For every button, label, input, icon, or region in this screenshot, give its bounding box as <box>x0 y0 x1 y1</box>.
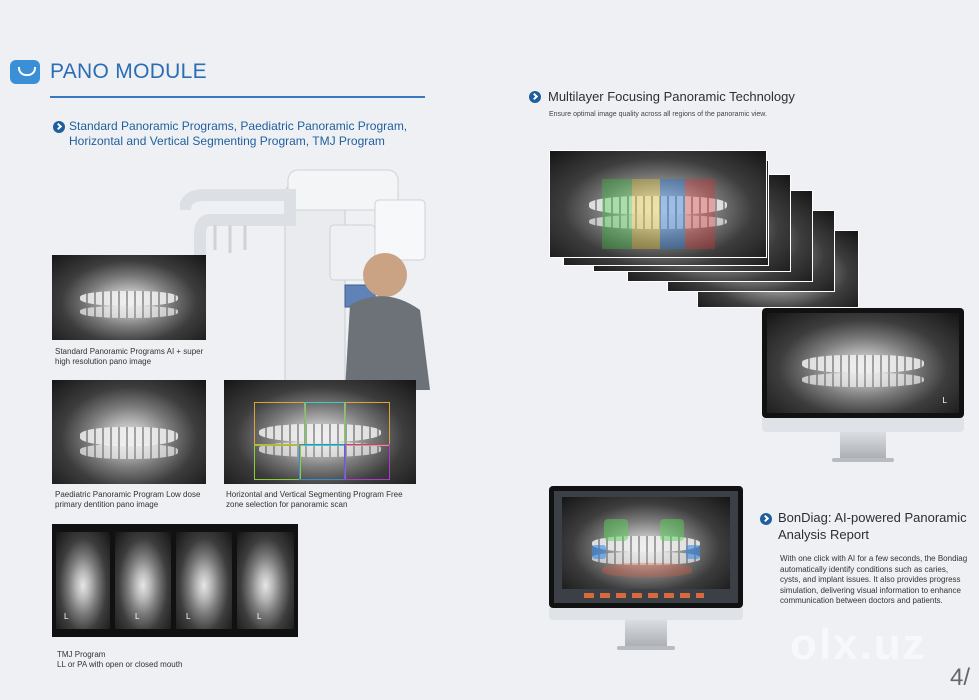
standard-pano-image <box>52 255 206 340</box>
xray-device-illustration <box>179 165 430 391</box>
monitor-screen-image: L <box>767 313 959 413</box>
paediatric-caption: Paediatric Panoramic Program Low dose pr… <box>55 490 201 509</box>
layer-highlight <box>685 179 715 249</box>
segmenting-caption: Horizontal and Vertical Segmenting Progr… <box>226 490 403 509</box>
bondiag-highlight <box>592 545 606 559</box>
bondiag-desc: With one click with AI for a few seconds… <box>780 554 968 605</box>
bondiag-heading: BonDiag: AI-powered Panoramic Analysis R… <box>778 510 967 542</box>
bondiag-bullet-icon <box>760 512 772 530</box>
multilayer-desc: Ensure optimal image quality across all … <box>549 111 767 118</box>
bondiag-toolbar <box>584 593 704 598</box>
tmj-frame-label: L <box>257 612 262 621</box>
bondiag-monitor <box>549 486 743 654</box>
standard-caption: Standard Panoramic Programs AI + super h… <box>55 347 204 366</box>
page-title: PANO MODULE <box>50 60 207 83</box>
tmj-caption-desc: LL or PA with open or closed mouth <box>57 660 183 669</box>
layer-image-front <box>549 150 767 258</box>
tmj-frame-label: L <box>135 612 140 621</box>
tmj-image-strip: L L L L <box>52 524 298 637</box>
paediatric-pano-image <box>52 380 206 484</box>
bondiag-highlight <box>660 519 684 541</box>
tmj-frame: L <box>115 532 171 629</box>
multilayer-bullet-icon <box>529 90 541 108</box>
tmj-frame-label: L <box>186 612 191 621</box>
tmj-frame: L <box>56 532 110 629</box>
multilayer-heading: Multilayer Focusing Panoramic Technology <box>548 89 795 104</box>
bondiag-highlight <box>604 519 628 541</box>
layer-highlight <box>602 179 632 249</box>
tmj-frame: L <box>176 532 232 629</box>
intro-text: Standard Panoramic Programs, Paediatric … <box>69 119 408 148</box>
layer-highlight <box>660 179 685 249</box>
monitor-display: L <box>762 308 964 463</box>
tmj-frame: L <box>237 532 294 629</box>
bondiag-highlight <box>686 545 700 559</box>
watermark: olx.uz <box>790 620 927 669</box>
bondiag-highlight <box>602 563 692 577</box>
layer-highlight <box>632 179 660 249</box>
intro-bullet-icon <box>53 120 65 138</box>
tmj-caption-title: TMJ Program <box>57 650 106 659</box>
tmj-frame-label: L <box>64 612 69 621</box>
module-logo-icon <box>10 60 40 84</box>
layer-stack <box>549 150 859 310</box>
page-number: 4/ <box>950 664 971 691</box>
bondiag-screen <box>554 491 738 603</box>
title-rule <box>50 96 425 98</box>
segmenting-pano-image <box>224 380 416 484</box>
monitor-screen-label: L <box>942 396 947 405</box>
